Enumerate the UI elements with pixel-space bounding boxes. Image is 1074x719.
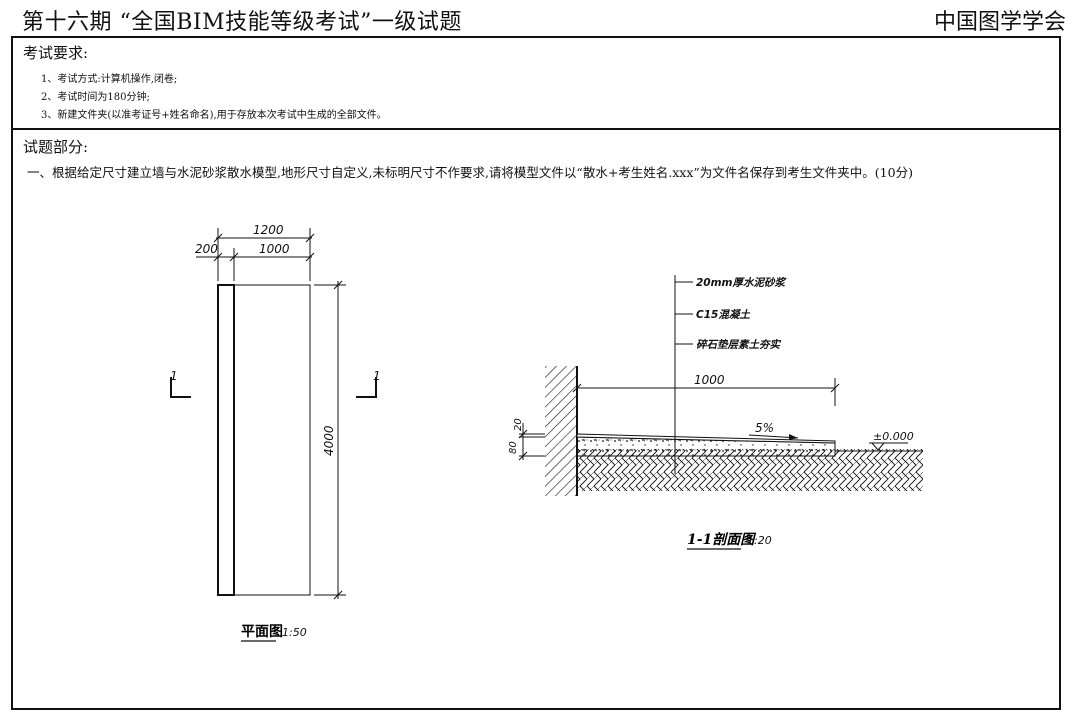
requirements-section: 考试要求: 1、考试方式:计算机操作,闭卷; 2、考试时间为180分钟; 3、新… xyxy=(13,38,1059,130)
section-mark-right xyxy=(356,377,377,398)
section-dim-20: 20 xyxy=(513,418,524,431)
issuer-name: 中国图学学会 xyxy=(933,10,1066,35)
plan-right-dimension xyxy=(314,280,346,600)
slope-label: 5% xyxy=(755,421,774,435)
section-vertical-dimensions xyxy=(518,423,545,461)
plan-title: 平面图 xyxy=(241,624,283,640)
plan-apron xyxy=(233,284,311,596)
exam-frame: 考试要求: 1、考试方式:计算机操作,闭卷; 2、考试时间为180分钟; 3、新… xyxy=(11,36,1061,710)
requirement-item: 3、新建文件夹(以准考证号+姓名命名),用于存放本次考试中生成的全部文件。 xyxy=(41,110,387,121)
section-mark-left xyxy=(170,377,191,398)
plan-dim-total: 1200 xyxy=(253,223,284,237)
section-mark-right-label: 1 xyxy=(373,369,381,383)
requirements-title: 考试要求: xyxy=(23,44,89,62)
section-title: 1-1剖面图 xyxy=(687,531,756,548)
questions-title: 试题部分: xyxy=(23,138,89,156)
section-dim-width: 1000 xyxy=(694,373,725,387)
plan-view: 1200 1000 200 4000 1 xyxy=(170,223,381,642)
layer-label-mortar: 20mm厚水泥砂浆 xyxy=(696,276,787,289)
plan-dim-wall: 200 xyxy=(195,242,218,256)
section-mark-left-label: 1 xyxy=(170,369,178,383)
question-1-text: 一、根据给定尺寸建立墙与水泥砂浆散水模型,地形尺寸自定义,未标明尺寸不作要求,请… xyxy=(27,165,913,180)
exam-title: 第十六期 “全国BIM技能等级考试”一级试题 xyxy=(22,10,462,35)
section-width-dimension xyxy=(572,378,840,406)
plan-scale: 1:50 xyxy=(282,626,307,639)
plan-dim-apron: 1000 xyxy=(259,242,290,256)
section-mortar xyxy=(576,433,836,444)
section-view: 20mm厚水泥砂浆 C15混凝土 碎石垫层素土夯实 1000 5% ±0.000 xyxy=(508,275,923,550)
layer-leader xyxy=(674,275,693,474)
layer-label-concrete: C15混凝土 xyxy=(696,308,750,321)
requirement-item: 1、考试方式:计算机操作,闭卷; xyxy=(41,74,178,85)
drawings: 1200 1000 200 4000 1 xyxy=(170,223,923,642)
plan-top-dimensions xyxy=(196,228,315,281)
elevation-label: ±0.000 xyxy=(873,430,914,443)
layer-label-gravel: 碎石垫层素土夯实 xyxy=(696,338,781,351)
plan-wall xyxy=(217,284,235,596)
section-wall-hatch xyxy=(545,366,577,496)
section-scale: 1:20 xyxy=(747,534,772,547)
section-dim-80: 80 xyxy=(508,441,519,454)
plan-dim-length: 4000 xyxy=(322,425,336,456)
requirement-item: 2、考试时间为180分钟; xyxy=(41,92,150,103)
